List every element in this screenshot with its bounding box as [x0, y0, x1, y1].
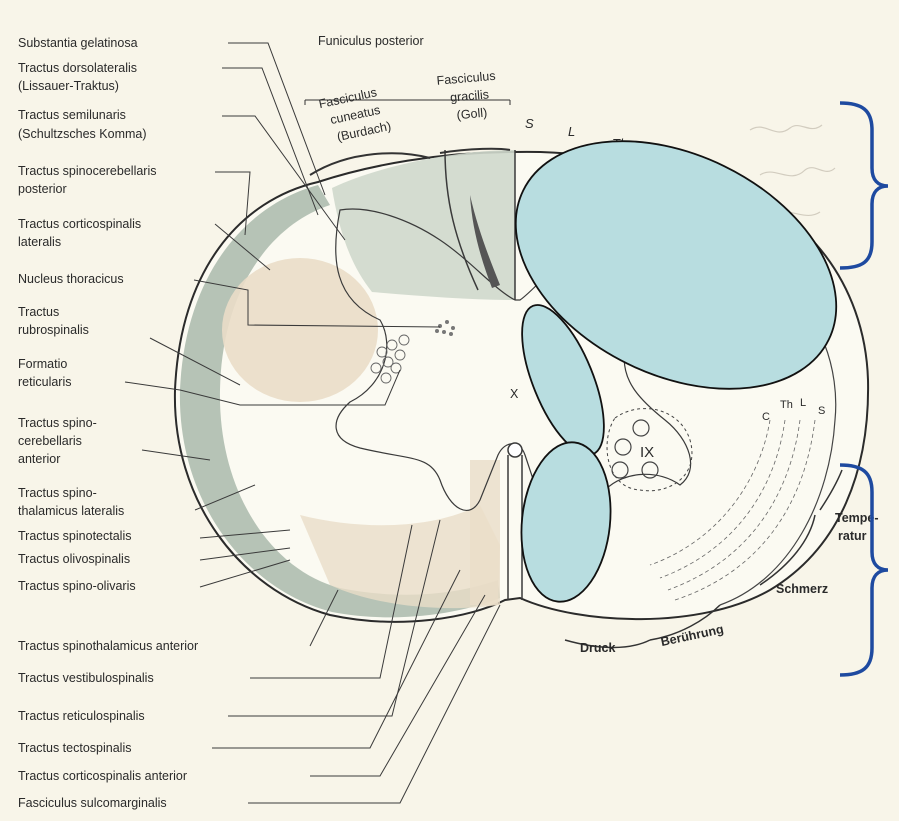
label-lissauer: (Lissauer-Traktus): [18, 79, 119, 93]
label-tractus-spino-1: Tractus spino-: [18, 416, 97, 430]
label-temperatur-2: ratur: [838, 529, 867, 543]
lamina-x-label: X: [510, 387, 519, 401]
dorsal-horn-gray: [222, 258, 378, 402]
segment-top-l: L: [568, 124, 575, 139]
label-tractus: Tractus: [18, 305, 59, 319]
label-spinothalamicus-anterior: Tractus spinothalamicus anterior: [18, 639, 198, 653]
label-nucleus-thoracicus: Nucleus thoracicus: [18, 272, 124, 286]
label-schultzsches-komma: (Schultzsches Komma): [18, 127, 147, 141]
label-tractus-spinotectalis: Tractus spinotectalis: [18, 529, 131, 543]
svg-text:(Goll): (Goll): [456, 106, 488, 123]
label-druck: Druck: [580, 641, 615, 655]
label-rubrospinalis: rubrospinalis: [18, 323, 89, 337]
segment-right-s: S: [818, 405, 825, 417]
label-tectospinalis: Tractus tectospinalis: [18, 741, 131, 755]
segment-top-s: S: [525, 116, 534, 131]
label-reticulospinalis: Tractus reticulospinalis: [18, 709, 145, 723]
label-formatio: Formatio: [18, 357, 67, 371]
anterior-beige-2: [470, 460, 500, 605]
label-sulcomarginalis: Fasciculus sulcomarginalis: [18, 796, 167, 810]
label-corticospinalis-anterior: Tractus corticospinalis anterior: [18, 769, 187, 783]
label-thalamicus-lateralis: thalamicus lateralis: [18, 504, 124, 518]
label-lateralis: lateralis: [18, 235, 61, 249]
label-tractus-olivospinalis: Tractus olivospinalis: [18, 552, 130, 566]
segment-right-l: L: [800, 397, 806, 409]
lamina-ix-label: IX: [640, 444, 654, 461]
label-tractus-spinocerebellaris: Tractus spinocerebellaris: [18, 164, 156, 178]
label-posterior: posterior: [18, 182, 67, 196]
segment-right-th: Th: [780, 399, 793, 411]
label-substantia-gelatinosa: Substantia gelatinosa: [18, 36, 138, 50]
label-tractus-spino-2: Tractus spino-: [18, 486, 97, 500]
label-schmerz: Schmerz: [776, 582, 828, 596]
label-reticularis: reticularis: [18, 375, 72, 389]
label-cerebellaris: cerebellaris: [18, 434, 82, 448]
label-tractus-spino-olivaris: Tractus spino-olivaris: [18, 579, 136, 593]
label-tractus-semilunaris: Tractus semilunaris: [18, 108, 126, 122]
label-vestibulospinalis: Tractus vestibulospinalis: [18, 671, 154, 685]
label-anterior: anterior: [18, 452, 60, 466]
label-tractus-dorsolateralis: Tractus dorsolateralis: [18, 61, 137, 75]
segment-right-c: C: [762, 411, 770, 423]
label-tractus-corticospinalis: Tractus corticospinalis: [18, 217, 141, 231]
label-funiculus-posterior: Funiculus posterior: [318, 34, 424, 48]
central-canal: [508, 443, 522, 457]
